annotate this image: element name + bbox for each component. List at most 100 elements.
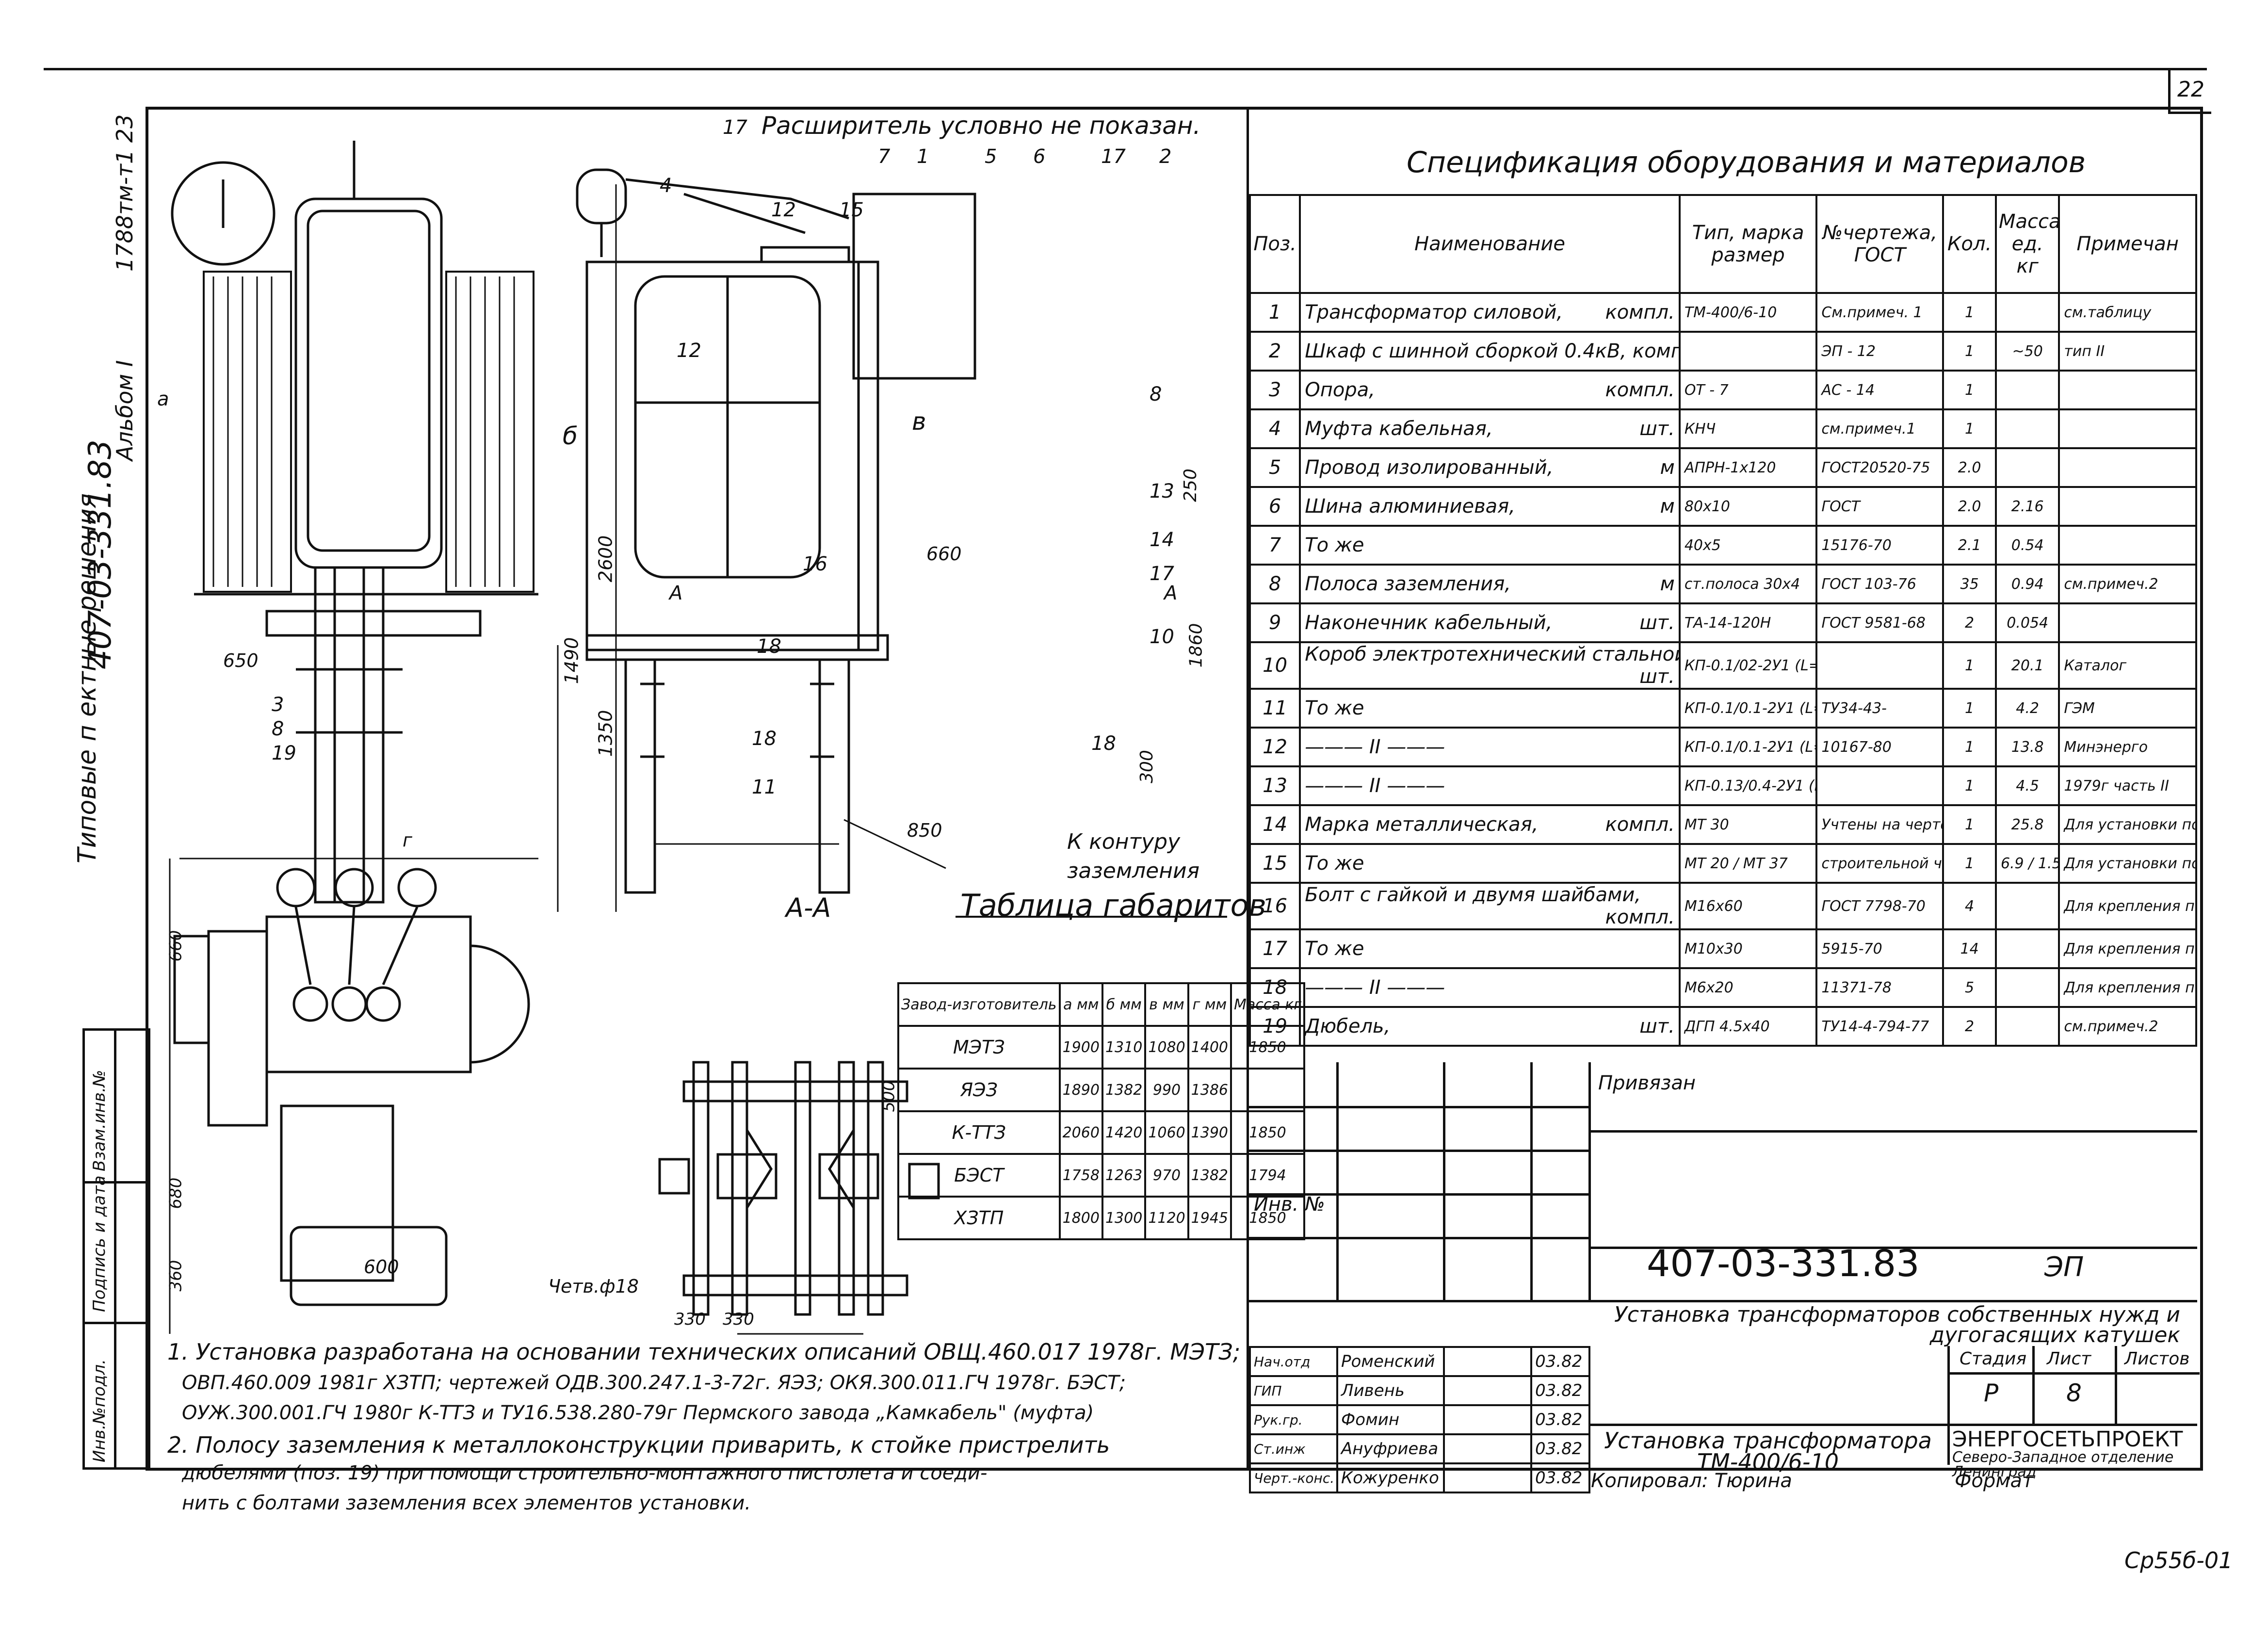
spec-cell: ТА-14-120Н	[1678, 602, 1818, 643]
spec-cell: 4	[1248, 408, 1301, 449]
spec-item-name: ——— II ———	[1299, 765, 1681, 806]
spec-item-unit: м	[1660, 456, 1675, 479]
spec-cell: 4.5	[1994, 765, 2060, 806]
spec-item-title: Марка металлическая,	[1305, 813, 1539, 836]
spec-cell: 1	[1942, 292, 1997, 333]
pos-callout: 15	[839, 199, 864, 221]
spec-item-name: ——— II ———	[1299, 727, 1681, 767]
spec-header: Примечан	[2058, 194, 2197, 294]
project-title: Установка трансформаторов собственных ну…	[1614, 1302, 2180, 1347]
pos-callout: 14	[1150, 529, 1174, 551]
spec-cell: 1	[1942, 804, 1997, 845]
spec-cell: 10	[1248, 641, 1301, 690]
spec-item-name: Опора,компл.	[1299, 370, 1681, 410]
spec-row: 12——— II ———КП-0.1/0.1-2У1 (L=2000)10167…	[1248, 727, 2197, 767]
spec-cell: 4	[1942, 882, 1997, 930]
dims-table: Завод-изготовитель а мм б мм в мм г мм М…	[897, 982, 1306, 1240]
spec-cell: 12	[1248, 727, 1301, 767]
spec-cell: 80х10	[1678, 486, 1818, 527]
org-name: ЭНЕРГОСЕТЬПРОЕКТ	[1952, 1427, 2183, 1452]
signer-date: 03.82	[1530, 1346, 1590, 1377]
side-label-sheet-ref: 1788тм-т1 23	[112, 114, 138, 272]
pos-callout: 3	[272, 694, 284, 716]
spec-cell: 8	[1248, 564, 1301, 604]
spec-cell: 5	[1248, 447, 1301, 488]
signer-role: Ст.инж	[1249, 1433, 1338, 1464]
technical-drawing: Расширитель условно не показан. А-А К ко…	[150, 112, 1306, 1353]
code-bottom: Ср55б-01	[2124, 1547, 2233, 1573]
spec-cell: См.примеч. 1	[1815, 292, 1944, 333]
spec-item-name: То же	[1299, 928, 1681, 969]
signer-name: Ануфриева	[1336, 1433, 1445, 1464]
spec-cell: ст.полоса 30х4	[1678, 564, 1818, 604]
spec-cell: ГОСТ	[1815, 486, 1944, 527]
spec-cell: 1	[1942, 370, 1997, 410]
dims-cell: 1300	[1101, 1196, 1147, 1240]
spec-cell: АС - 14	[1815, 370, 1944, 410]
spec-cell: Для установки поз 2	[2058, 804, 2197, 845]
note-line: дюбелями (поз. 19) при помощи строительн…	[182, 1462, 988, 1484]
pos-callout: 12	[677, 340, 701, 362]
spec-cell: 0.54	[1994, 525, 2060, 566]
dims-header: в мм	[1144, 982, 1189, 1027]
dim-label: 300	[1136, 750, 1157, 783]
signer-name: Ливень	[1336, 1375, 1445, 1406]
spec-cell	[1994, 967, 2060, 1008]
spec-cell: 1	[1942, 408, 1997, 449]
pos-callout: 6	[1033, 146, 1046, 168]
sheet-title: Установка трансформатора ТМ-400/6-10	[1604, 1427, 1932, 1475]
spec-item-name: Муфта кабельная,шт.	[1299, 408, 1681, 449]
spec-cell: КП-0.1/0.1-2У1 (L=600)	[1678, 688, 1818, 729]
dims-header: а мм	[1058, 982, 1103, 1027]
dim-label: 330	[723, 1310, 754, 1329]
spec-cell: 17	[1248, 928, 1301, 969]
spec-cell: 25.8	[1994, 804, 2060, 845]
spec-cell: ГОСТ20520-75	[1815, 447, 1944, 488]
dims-cell	[1230, 1068, 1306, 1112]
dim-label: 660	[926, 543, 962, 565]
top-border	[44, 68, 2207, 70]
side-label-project-code: 407-03-331.83	[82, 439, 118, 669]
spec-cell	[1815, 765, 1944, 806]
spec-cell: 2.0	[1942, 447, 1997, 488]
sheet-value: 8	[2066, 1379, 2082, 1407]
spec-cell: см.примеч.1	[1815, 408, 1944, 449]
spec-item-name: То же	[1299, 525, 1681, 566]
spec-cell: 1	[1942, 688, 1997, 729]
dims-cell: МЭТЗ	[897, 1025, 1061, 1070]
spec-cell: Для установки поз.4	[2058, 843, 2197, 884]
spec-item-title: Муфта кабельная,	[1305, 418, 1493, 440]
signer-date: 03.82	[1530, 1433, 1590, 1464]
spec-cell: 18	[1248, 967, 1301, 1008]
spec-cell: 20.1	[1994, 641, 2060, 690]
spec-cell: тип II	[2058, 331, 2197, 372]
spec-cell	[1994, 408, 2060, 449]
spec-cell: 19	[1248, 1006, 1301, 1047]
spec-cell: МТ 20 / МТ 37	[1678, 843, 1818, 884]
spec-item-title: Полоса заземления,	[1305, 573, 1511, 595]
signature	[1443, 1346, 1532, 1377]
spec-cell: 16	[1248, 882, 1301, 930]
spec-cell: КП-0.1/0.1-2У1 (L=2000)	[1678, 727, 1818, 767]
spec-item-unit: компл.	[1605, 379, 1675, 401]
spec-cell: 15176-70	[1815, 525, 1944, 566]
spec-item-title: То же	[1305, 938, 1364, 960]
spec-item-unit: м	[1660, 495, 1675, 518]
dims-cell: 1850	[1230, 1110, 1306, 1155]
spec-cell: 3	[1248, 370, 1301, 410]
spec-item-name: ——— II ———	[1299, 967, 1681, 1008]
spec-header: Поз.	[1248, 194, 1301, 294]
org-sub: Северо-Западное отделение Ленинград	[1952, 1449, 2174, 1480]
spec-cell	[1994, 370, 2060, 410]
spec-item-title: ——— II ———	[1305, 976, 1445, 999]
pos-callout: А	[1164, 582, 1178, 604]
spec-item-name: То же	[1299, 688, 1681, 729]
